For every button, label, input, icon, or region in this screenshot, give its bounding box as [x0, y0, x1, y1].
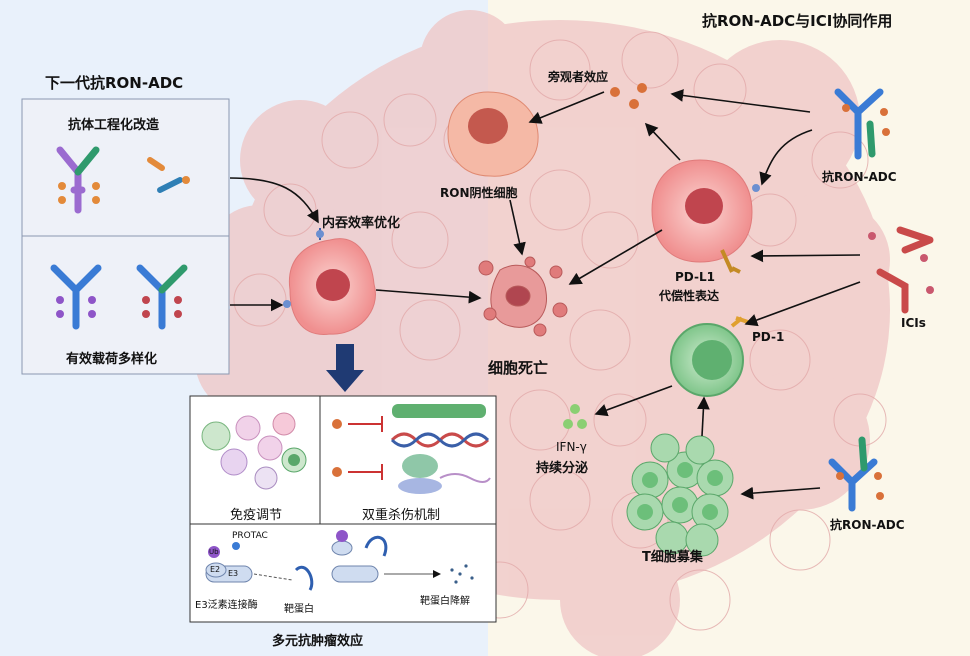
left-panel-title: 下一代抗RON-ADC — [45, 74, 184, 92]
label-icis: ICIs — [901, 316, 926, 330]
label-cell-death: 细胞死亡 — [488, 359, 549, 377]
protac-icon — [205, 530, 474, 591]
label-internalization: 内吞效率优化 — [322, 216, 401, 231]
down-arrow-icon — [326, 344, 364, 392]
bottom-panel-caption: 多元抗肿瘤效应 — [272, 634, 364, 649]
label-ifn: IFN-γ — [556, 440, 587, 454]
label-ron-negative: RON阴性细胞 — [440, 186, 518, 200]
t-cell — [670, 316, 749, 397]
antibody-icon — [56, 146, 100, 214]
label-target: 靶蛋白 — [284, 604, 314, 615]
label-adc-top: 抗RON-ADC — [822, 170, 897, 184]
label-e3: E3 — [228, 569, 239, 578]
label-adc-bottom: 抗RON-ADC — [830, 518, 905, 532]
label-pdl1: PD-L1 — [675, 270, 715, 284]
dual-kill-mechanism-icon — [332, 404, 491, 494]
ron-negative-cell — [447, 91, 539, 177]
label-compensatory: 代偿性表达 — [659, 289, 720, 303]
label-secretion: 持续分泌 — [536, 461, 589, 476]
fragment-antibody-icon — [147, 157, 183, 193]
diagram-title: 抗RON-ADC与ICI协同作用 — [702, 12, 893, 30]
t-cell-nuclei — [637, 462, 723, 520]
label-protac: PROTAC — [232, 531, 268, 541]
adc-antibody-bottom — [828, 436, 878, 512]
antibody-icon — [50, 264, 188, 330]
pdl1-tumor-cell — [651, 159, 760, 274]
label-t-recruit: T细胞募集 — [642, 550, 703, 565]
label-e3-ligase: E3泛素连接酶 — [195, 600, 258, 611]
section-label-payload-diversity: 有效载荷多样化 — [66, 352, 158, 367]
label-ub: Ub — [209, 548, 219, 556]
bystander-payload-icons — [610, 83, 647, 109]
pathway-arrows — [229, 89, 861, 500]
section-label-antibody-engineering: 抗体工程化改造 — [68, 118, 160, 133]
label-pd1: PD-1 — [752, 330, 785, 344]
label-bystander: 旁观者效应 — [548, 70, 609, 84]
tumor-cell-target — [283, 228, 376, 335]
payload-icon — [56, 296, 96, 318]
label-e2: E2 — [210, 565, 221, 574]
payload-icon — [58, 182, 100, 204]
payload-icon — [142, 296, 182, 318]
immune-cells-icon — [201, 412, 307, 490]
adc-antibody-top — [834, 88, 884, 160]
label-dual-kill: 双重杀伤机制 — [362, 508, 441, 523]
label-degradation: 靶蛋白降解 — [420, 596, 470, 607]
dying-cell-fragments — [478, 256, 568, 337]
label-immune: 免疫调节 — [230, 508, 283, 523]
ifn-gamma-molecules — [563, 404, 587, 429]
ici-antibody — [876, 226, 934, 314]
